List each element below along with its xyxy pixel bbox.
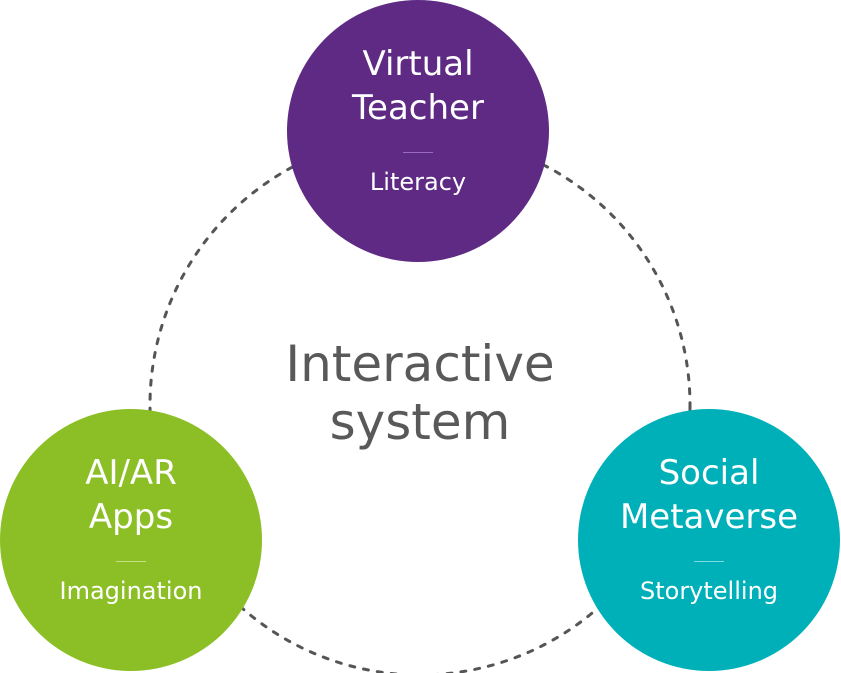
node-title: Virtual Teacher (287, 42, 549, 130)
node-ai-ar-apps: AI/AR Apps Imagination (0, 409, 262, 671)
node-subtitle: Literacy (369, 168, 467, 196)
node-divider (116, 561, 146, 562)
dashed-connector-ring (148, 133, 692, 673)
node-divider (694, 561, 724, 562)
node-title: Social Metaverse (578, 451, 840, 539)
node-title-line2: Apps (88, 497, 174, 537)
node-subtitle: Imagination (59, 577, 203, 605)
node-title-line1: Social (658, 453, 760, 493)
node-virtual-teacher: Virtual Teacher Literacy (287, 0, 549, 262)
center-label-line1: Interactive (285, 335, 555, 393)
node-title-line2: Metaverse (619, 497, 799, 537)
node-subtitle: Storytelling (639, 577, 779, 605)
node-title-line1: Virtual (362, 44, 474, 84)
node-title: AI/AR Apps (0, 451, 262, 539)
center-label: Interactive system (220, 335, 620, 451)
node-title-line2: Teacher (352, 88, 484, 128)
node-divider (403, 152, 433, 153)
center-label-line2: system (329, 393, 511, 451)
node-title-line1: AI/AR (85, 453, 177, 493)
node-social-metaverse: Social Metaverse Storytelling (578, 409, 840, 671)
